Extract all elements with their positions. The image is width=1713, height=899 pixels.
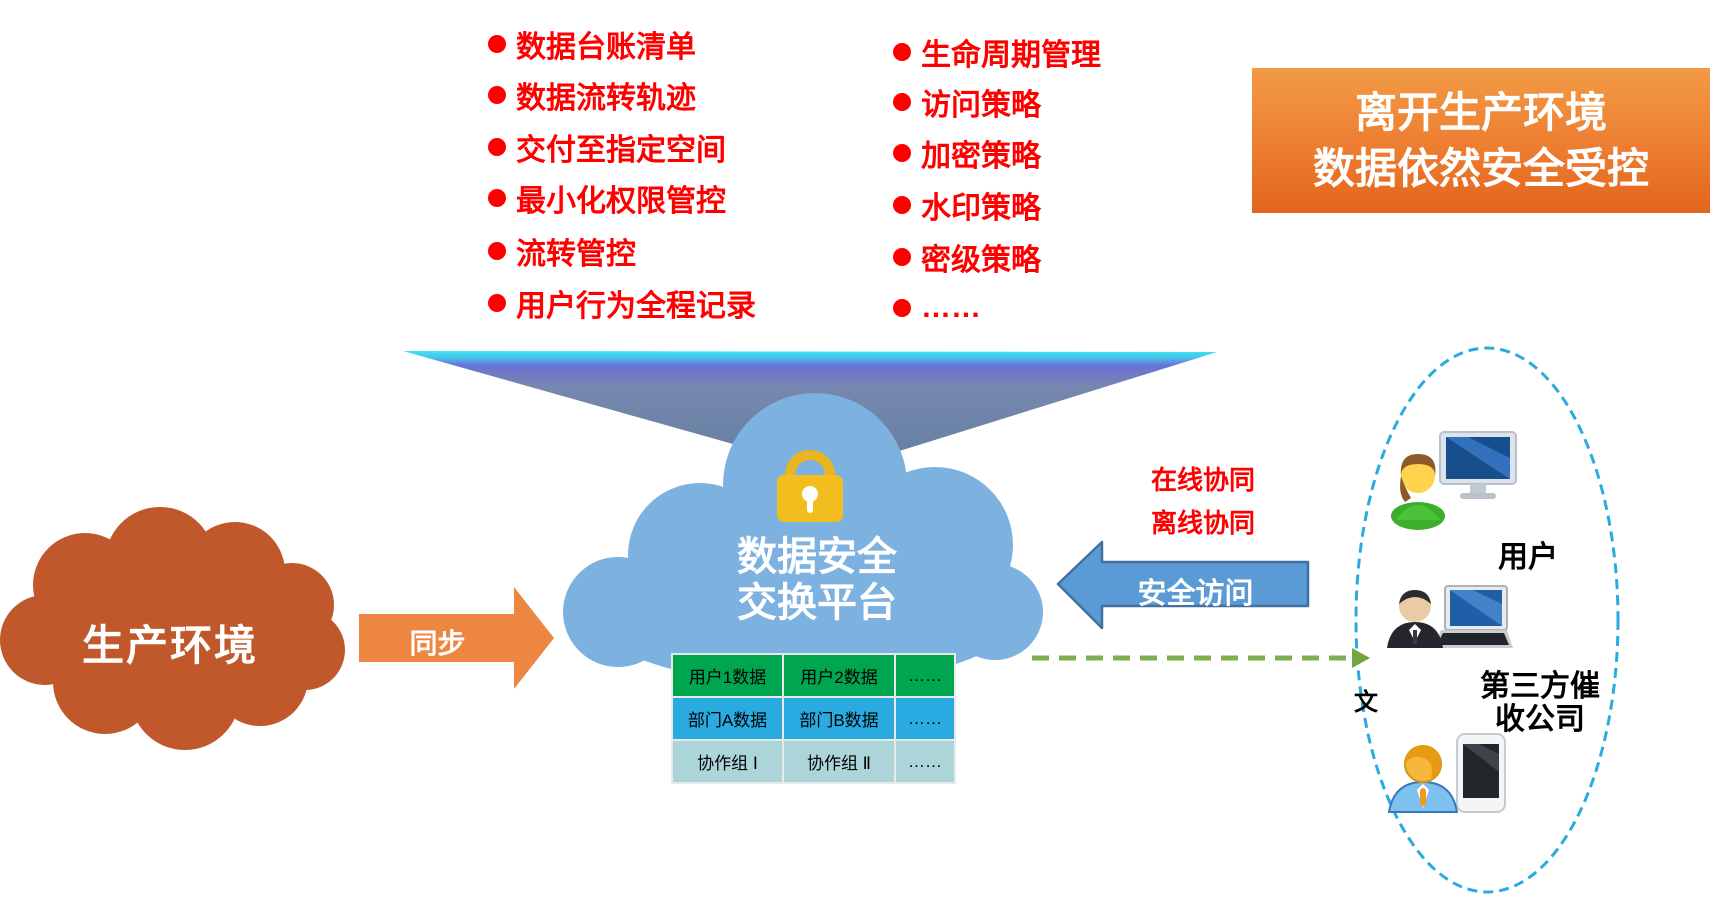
list-item: 交付至指定空间	[488, 129, 726, 167]
table-cell: ……	[896, 698, 954, 739]
bullet-icon	[488, 294, 506, 312]
stray-character: 文	[1354, 689, 1378, 716]
platform-title-line1: 数据安全	[737, 535, 897, 579]
secure-access-label: 安全访问	[1137, 578, 1254, 610]
list-item: ……	[893, 290, 981, 326]
bullet-icon	[488, 86, 506, 104]
third-party-line1: 第三方催	[1480, 670, 1600, 703]
table-cell: 用户1数据	[673, 655, 782, 696]
banner-line2: 数据依然安全受控	[1312, 144, 1649, 192]
list-item-label: 加密策略	[921, 140, 1041, 173]
list-item-label: 数据流转轨迹	[516, 82, 696, 115]
secure-access-arrow	[1056, 540, 1310, 630]
list-item-label: 数据台账清单	[516, 31, 696, 64]
list-item-label: ……	[921, 291, 981, 324]
offline-collab-label: 离线协同	[1151, 508, 1256, 538]
bullet-icon	[893, 43, 911, 61]
banner-line1: 离开生产环境	[1354, 88, 1607, 136]
table-cell: 协作组 Ⅱ	[784, 741, 894, 782]
list-item: 数据流转轨迹	[488, 77, 696, 115]
list-item-label: 访问策略	[921, 89, 1041, 122]
data-table: 用户1数据 用户2数据 …… 部门A数据 部门B数据 …… 协作组 Ⅰ 协作组 …	[671, 653, 956, 784]
list-item: 最小化权限管控	[488, 180, 726, 218]
bullet-icon	[893, 93, 911, 111]
bullet-icon	[488, 242, 506, 260]
table-cell: 部门B数据	[784, 698, 894, 739]
bullet-icon	[893, 144, 911, 162]
production-env-label: 生产环境	[81, 622, 258, 669]
business-user-laptop-icon	[1387, 585, 1513, 648]
list-item: 密级策略	[893, 239, 1041, 277]
list-item: 访问策略	[893, 84, 1041, 122]
list-item: 加密策略	[893, 135, 1041, 173]
list-item-label: 最小化权限管控	[516, 185, 726, 218]
sync-arrow-label: 同步	[409, 628, 466, 659]
table-cell: 用户2数据	[784, 655, 894, 696]
list-item: 水印策略	[893, 187, 1041, 225]
table-cell: ……	[896, 741, 954, 782]
production-cloud	[0, 507, 345, 750]
list-item: 数据台账清单	[488, 26, 696, 64]
user-phone-icon	[1387, 733, 1506, 813]
list-item: 流转管控	[488, 233, 636, 271]
list-item: 用户行为全程记录	[488, 285, 756, 323]
bullet-icon	[893, 299, 911, 317]
third-party-line2: 收公司	[1495, 703, 1585, 736]
list-item-label: 用户行为全程记录	[516, 290, 756, 323]
table-cell: 部门A数据	[673, 698, 782, 739]
third-party-label: 第三方催 收公司	[1455, 670, 1625, 736]
bullet-icon	[488, 35, 506, 53]
table-cell: ……	[896, 655, 954, 696]
bullet-icon	[893, 196, 911, 214]
bullet-icon	[488, 189, 506, 207]
bullet-icon	[893, 248, 911, 266]
sync-arrow	[359, 587, 554, 689]
female-user-monitor-icon	[1391, 431, 1517, 530]
online-collab-label: 在线协同	[1151, 465, 1256, 495]
platform-title: 数据安全 交换平台	[677, 534, 957, 626]
bullet-icon	[488, 138, 506, 156]
list-item-label: 交付至指定空间	[516, 134, 726, 167]
list-item: 生命周期管理	[893, 34, 1101, 72]
list-item-label: 生命周期管理	[921, 39, 1101, 72]
security-banner: 离开生产环境 数据依然安全受控	[1252, 68, 1710, 213]
exchange-dashed-arrow	[1032, 648, 1370, 668]
user-label: 用户	[1498, 541, 1558, 574]
platform-title-line2: 交换平台	[737, 581, 897, 625]
list-item-label: 密级策略	[921, 244, 1041, 277]
list-item-label: 流转管控	[516, 238, 636, 271]
lock-icon	[777, 450, 843, 522]
table-cell: 协作组 Ⅰ	[673, 741, 782, 782]
list-item-label: 水印策略	[921, 192, 1041, 225]
